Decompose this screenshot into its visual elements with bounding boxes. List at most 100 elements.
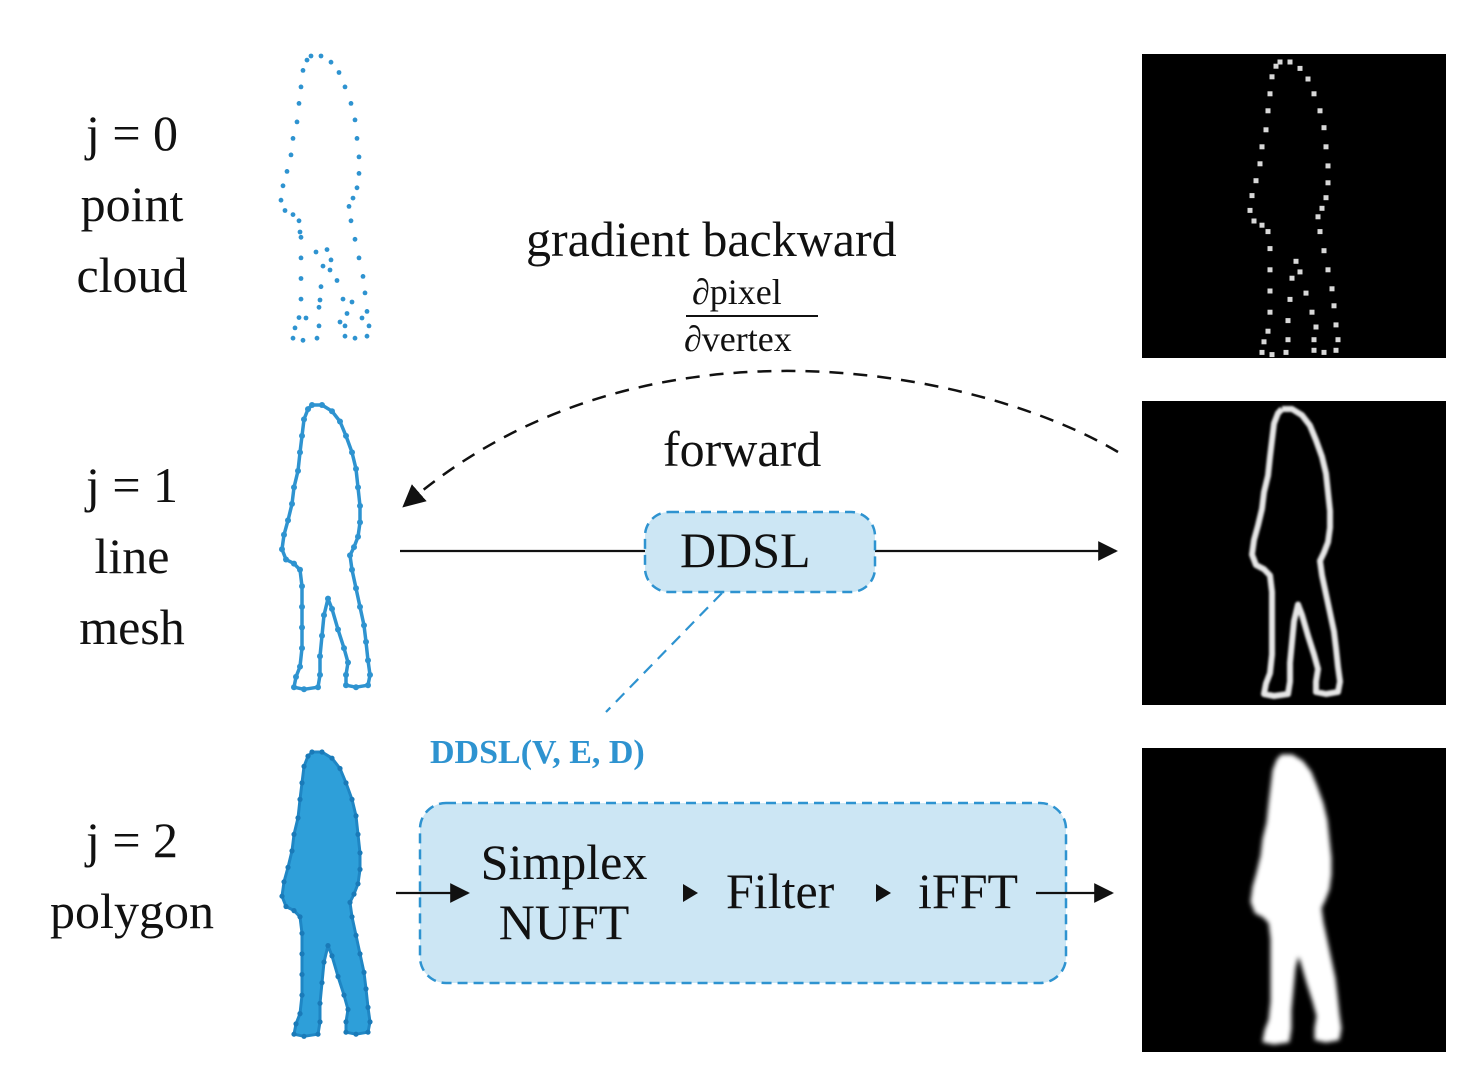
polygon-vertex — [309, 749, 315, 755]
polygon-vertex — [353, 813, 359, 819]
point-cloud-vertex — [290, 335, 296, 341]
mesh-vertex — [349, 566, 355, 573]
mesh-vertex — [317, 653, 323, 660]
point-cloud-vertex — [278, 197, 284, 203]
raster-point — [1321, 248, 1327, 254]
point-cloud-vertex — [300, 68, 306, 73]
row-label-line-mesh: j = 1 line mesh — [12, 450, 252, 663]
raster-point — [1253, 178, 1259, 184]
polygon-vertex — [351, 891, 357, 897]
point-cloud-vertex — [297, 229, 303, 235]
mesh-vertex — [299, 603, 305, 610]
raster-point — [1311, 337, 1317, 343]
point-cloud-vertex — [340, 296, 346, 302]
polygon-vertex — [361, 969, 367, 976]
point-cloud-vertex — [314, 335, 320, 341]
mesh-vertex — [301, 686, 307, 693]
point-cloud-vertex — [304, 57, 310, 63]
mesh-vertex — [295, 467, 301, 474]
raster-point — [1267, 246, 1273, 252]
point-cloud-vertex — [324, 247, 330, 253]
raster-point — [1321, 125, 1327, 131]
point-cloud-vertex — [296, 218, 302, 224]
mesh-vertex — [329, 408, 335, 415]
gradient-backward-arrow — [402, 369, 1119, 508]
raster-point — [1325, 180, 1331, 186]
raster-point — [1285, 337, 1291, 343]
mesh-vertex — [357, 519, 363, 526]
raster-point — [1269, 352, 1275, 358]
point-cloud-vertex — [303, 315, 309, 321]
point-cloud-vertex — [327, 267, 333, 273]
raster-point — [1261, 339, 1267, 345]
mesh-vertex — [291, 684, 297, 691]
point-cloud-figure — [278, 53, 372, 343]
raster-point — [1323, 195, 1329, 201]
raster-point — [1297, 65, 1303, 71]
raster-point — [1267, 288, 1273, 294]
point-cloud-vertex — [316, 323, 322, 329]
point-cloud-vertex — [350, 195, 356, 201]
point-cloud-vertex — [290, 212, 296, 218]
raster-point — [1313, 324, 1319, 330]
point-cloud-vertex — [298, 234, 304, 240]
raster-output-point-cloud — [1142, 54, 1446, 358]
mesh-vertex — [345, 659, 351, 666]
point-cloud-vertex — [362, 290, 368, 296]
mesh-vertex — [343, 682, 349, 689]
mesh-vertex — [367, 671, 373, 678]
polygon-vertex — [291, 1031, 297, 1037]
raster-point — [1265, 108, 1271, 114]
mesh-vertex — [365, 682, 371, 689]
row-label-j: j = 2 — [85, 812, 179, 868]
point-cloud-vertex — [346, 204, 352, 209]
polygon-vertex — [289, 848, 295, 854]
point-cloud-vertex — [316, 304, 322, 310]
raster-point — [1265, 229, 1271, 235]
row-label-j: j = 0 — [85, 105, 179, 161]
row-label-polygon: j = 2 polygon — [12, 805, 252, 947]
row-label-type-1: line — [94, 528, 170, 584]
raster-point — [1265, 328, 1271, 334]
pipeline-step-filter: Filter — [726, 863, 835, 919]
polygon-vertex — [329, 755, 335, 761]
raster-point — [1309, 309, 1315, 315]
point-cloud-vertex — [354, 185, 360, 191]
polygon-vertex — [283, 903, 289, 910]
mesh-vertex — [299, 624, 305, 631]
row-label-type-1: point — [80, 176, 184, 232]
point-cloud-vertex — [364, 309, 370, 314]
mesh-vertex — [347, 552, 353, 559]
polygon-vertex — [343, 1029, 349, 1035]
pipeline-step-simplex: Simplex — [480, 834, 648, 890]
mesh-vertex — [357, 502, 363, 509]
point-cloud-vertex — [364, 333, 370, 339]
raster-point — [1331, 303, 1337, 309]
polygon-vertex — [291, 831, 297, 838]
raster-point — [1287, 296, 1293, 302]
mesh-vertex — [297, 449, 303, 456]
mesh-vertex — [355, 484, 361, 491]
raster-point — [1277, 59, 1283, 65]
raster-point — [1269, 74, 1275, 80]
point-cloud-vertex — [342, 84, 348, 90]
mesh-vertex — [281, 531, 287, 538]
polygon-vertex — [279, 893, 285, 899]
raster-point — [1297, 269, 1303, 275]
raster-point — [1321, 349, 1327, 355]
raster-point — [1267, 309, 1273, 315]
mesh-vertex — [291, 484, 297, 491]
mesh-vertex — [289, 500, 295, 507]
point-cloud-vertex — [284, 169, 290, 174]
polygon-vertex — [329, 953, 335, 959]
polygon-vertex — [299, 951, 305, 957]
ddsl-expand-connector — [605, 592, 723, 713]
mesh-vertex — [353, 585, 359, 592]
point-cloud-vertex — [282, 208, 288, 213]
mesh-vertex — [329, 605, 335, 612]
polygon-vertex — [337, 765, 343, 772]
polygon-vertex — [297, 796, 303, 803]
mesh-vertex — [317, 671, 323, 678]
pipeline-box — [418, 801, 1068, 985]
